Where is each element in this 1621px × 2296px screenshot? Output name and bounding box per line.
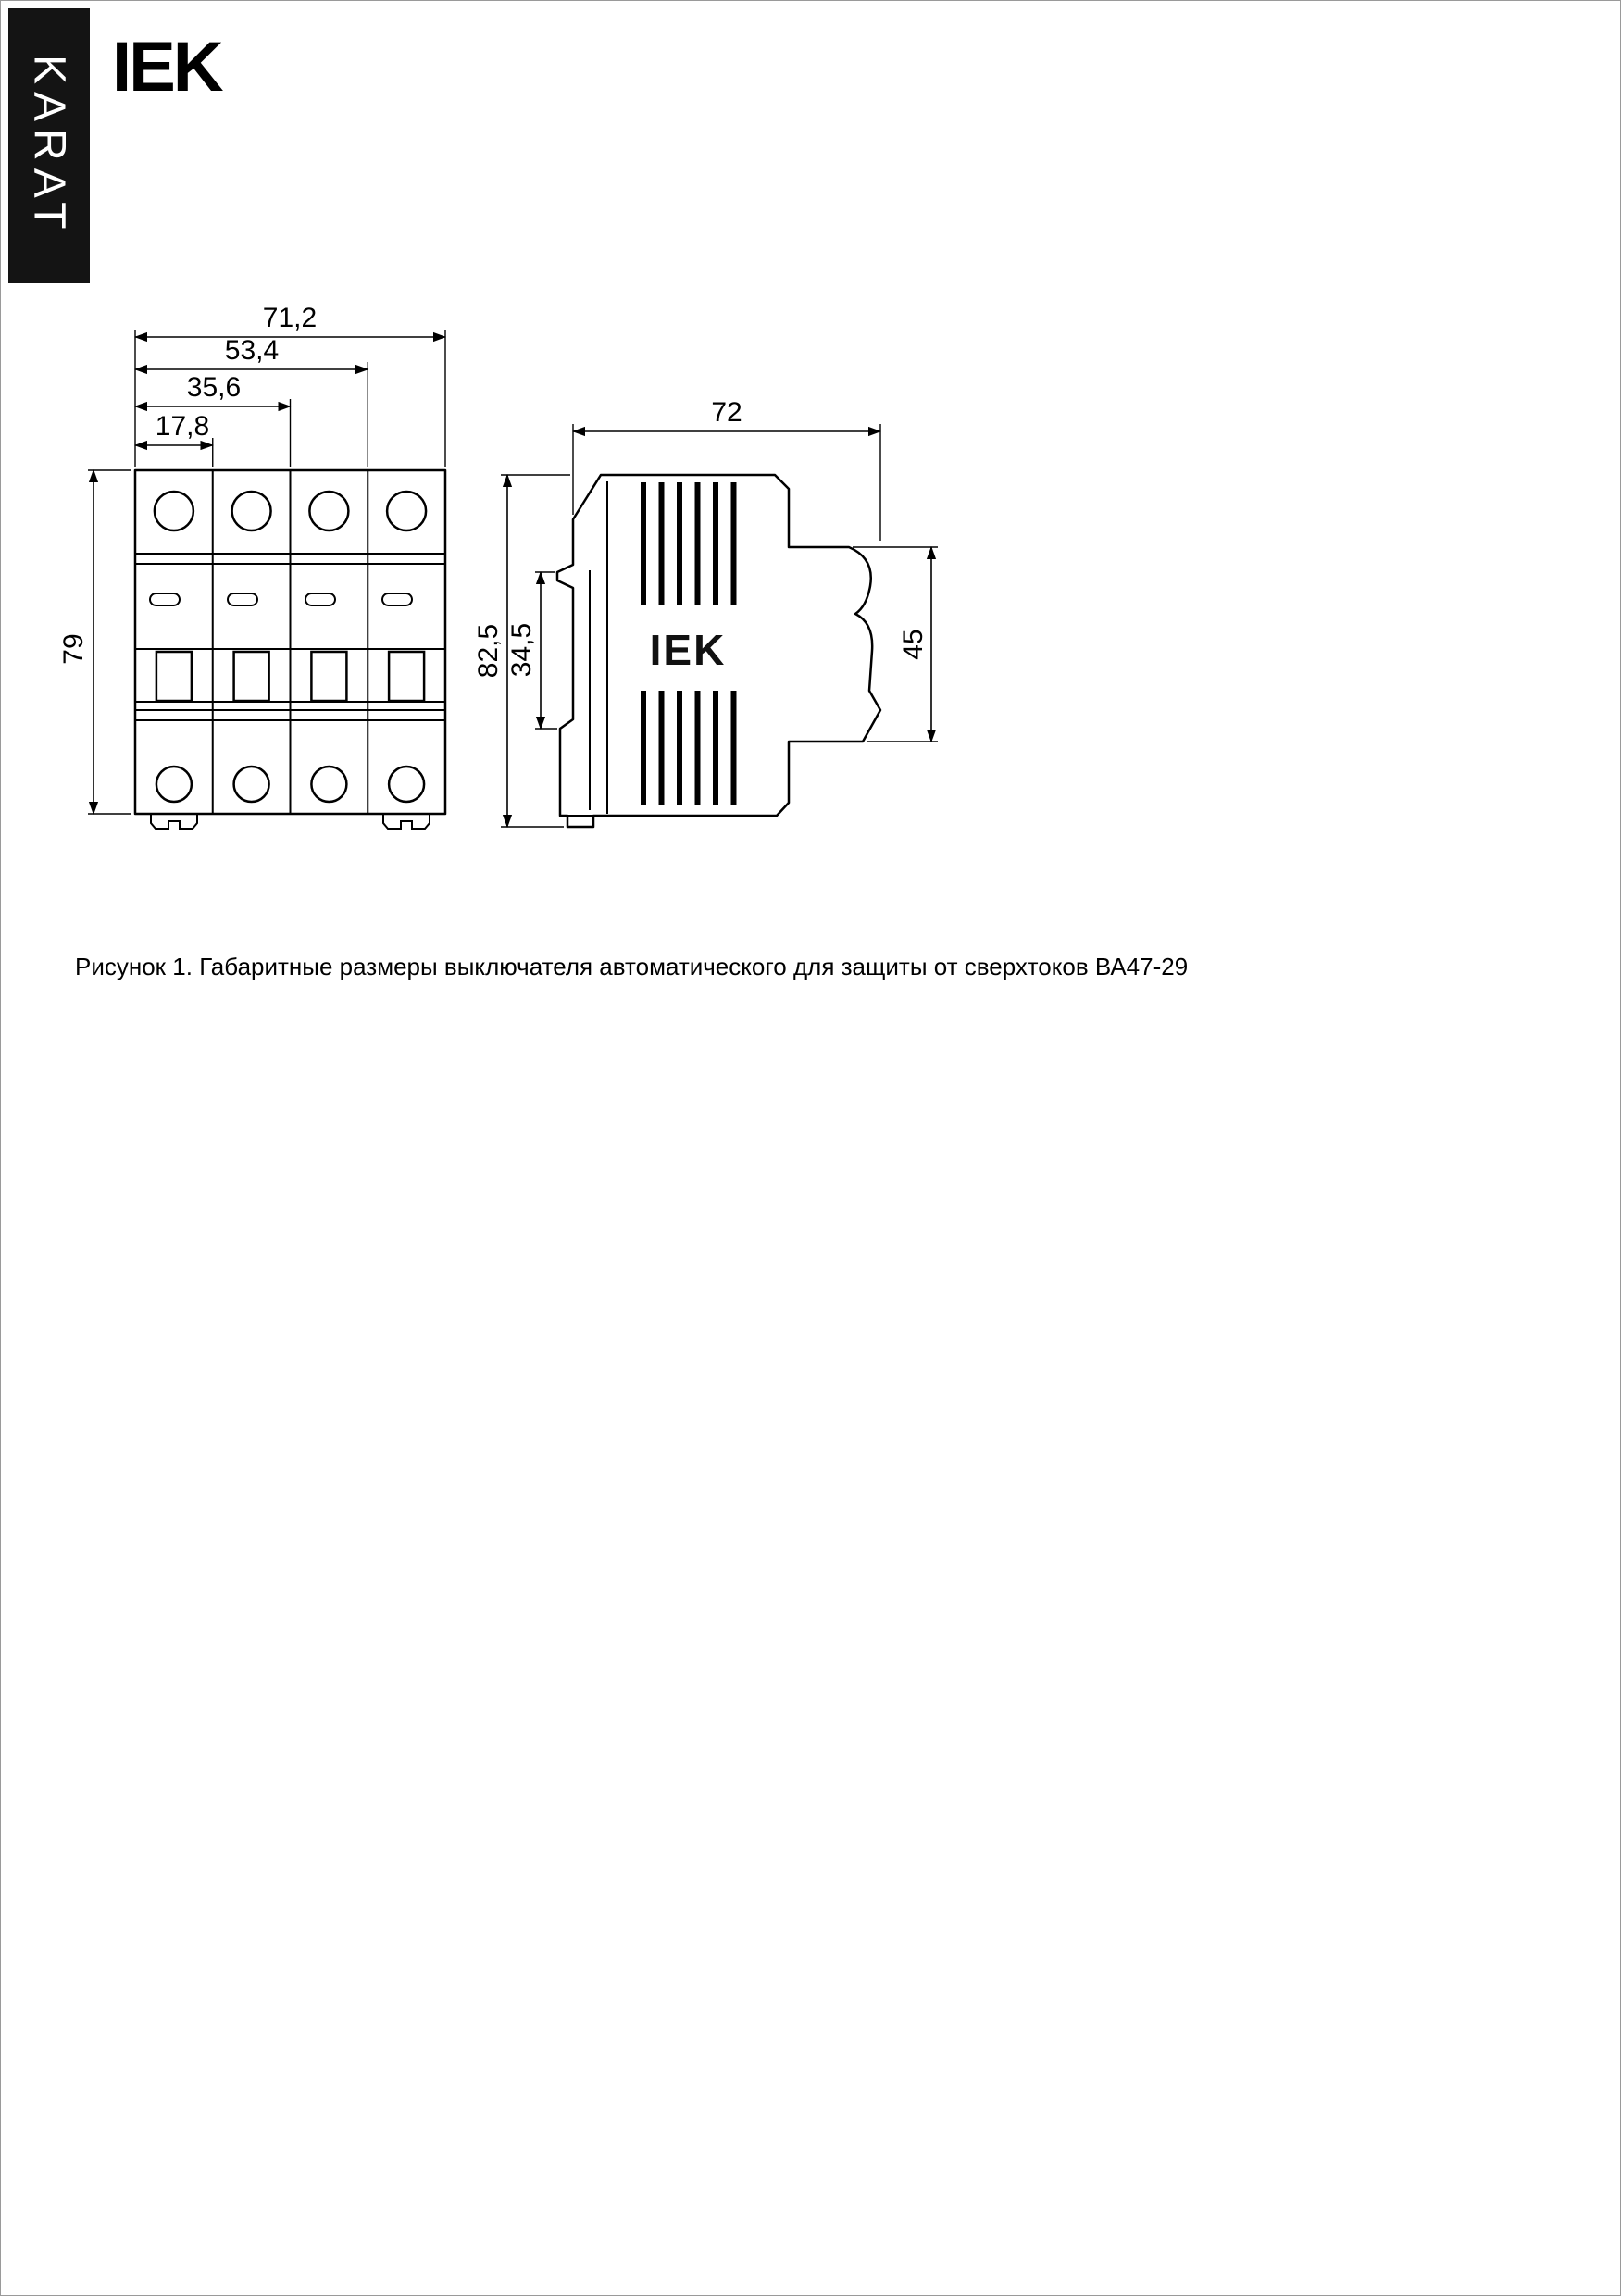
dim-total-width-label: 71,2 xyxy=(263,303,317,333)
vent-slots-lower xyxy=(641,691,737,805)
din-rail-clips xyxy=(150,814,430,830)
side-view: IEK xyxy=(555,473,882,829)
dim-depth-label: 72 xyxy=(711,397,742,428)
karat-series-label: KARAT xyxy=(24,55,74,237)
dim-1module-width-label: 17,8 xyxy=(156,411,209,442)
dimension-drawing: 71,2 53,4 35,6 17,8 79 IEK xyxy=(58,303,938,830)
indicator-slots xyxy=(149,593,413,606)
side-view-dimensions: 72 82,5 34,5 45 xyxy=(473,397,938,829)
iek-logo: IEK xyxy=(112,28,224,106)
dim-side-height-label: 82,5 xyxy=(473,624,504,678)
toggle-handles xyxy=(155,650,426,703)
dim-2module-width-label: 35,6 xyxy=(187,372,241,403)
dim-terminal-zone-label: 45 xyxy=(898,629,929,659)
front-view xyxy=(133,468,447,830)
side-view-iek-logo: IEK xyxy=(650,626,727,674)
front-view-dimensions: 71,2 53,4 35,6 17,8 79 xyxy=(58,303,447,816)
dim-3module-width-label: 53,4 xyxy=(225,335,279,366)
vent-slots-upper xyxy=(641,482,737,605)
figure-caption: Рисунок 1. Габаритные размеры выключател… xyxy=(75,953,1189,980)
karat-series-banner: KARAT xyxy=(8,8,90,283)
dim-din-zone-label: 34,5 xyxy=(506,623,537,677)
dim-front-height-label: 79 xyxy=(58,633,89,664)
top-terminal-screws xyxy=(153,490,428,532)
bottom-terminal-screws xyxy=(155,765,426,804)
